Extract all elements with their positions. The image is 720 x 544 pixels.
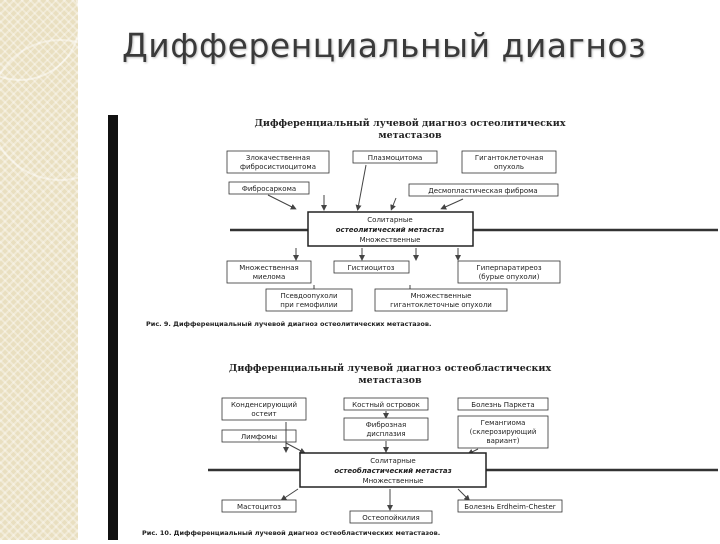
box-label: Костный островок	[352, 401, 420, 409]
center-label-multiple: Множественные	[360, 236, 421, 244]
box-label: миелома	[253, 273, 285, 281]
box-desmoplastic-fibroma: Десмопластическая фиброма	[408, 183, 559, 197]
box-label: фибросистиоцитома	[240, 163, 316, 171]
box-label: Десмопластическая фиброма	[428, 187, 537, 195]
box-label: (бурые опухоли)	[479, 273, 540, 281]
diagram-svg: Дифференциальный лучевой диагноз остеоли…	[142, 118, 718, 537]
box-label: вариант)	[486, 437, 519, 445]
figure-1-title-line1: Дифференциальный лучевой диагноз остеоли…	[254, 118, 565, 129]
box-paget-disease: Болезнь Паркета	[457, 397, 549, 411]
box-label: Злокачественная	[246, 154, 310, 162]
box-hyperparathyroidism: Гиперпаратиреоз (бурые опухоли)	[457, 260, 561, 284]
figure-2-caption: Рис. 10. Дифференциальный лучевой диагно…	[142, 529, 440, 537]
figure-1-title-line2: метастазов	[378, 130, 442, 141]
figure-area: Дифференциальный лучевой диагноз остеоли…	[118, 115, 718, 540]
center-box-osteolytic: Солитарные остеолитический метастаз Множ…	[307, 211, 474, 247]
box-label: Псевдоопухоли	[280, 292, 337, 300]
figure-2: Дифференциальный лучевой диагноз остеобл…	[142, 363, 718, 537]
center-label-metastasis: остеобластический метастаз	[334, 467, 451, 475]
ornament-circles	[0, 0, 78, 181]
slide-title: Дифференциальный диагноз	[122, 26, 647, 65]
box-label: Мастоцитоз	[237, 503, 281, 511]
box-label: Гигантоклеточная	[475, 154, 543, 162]
center-label-solitary: Солитарные	[367, 216, 412, 224]
box-label: при гемофилии	[280, 301, 337, 309]
box-label: Болезнь Erdheim-Chester	[464, 503, 555, 511]
box-multiple-giant-cell: Множественные гигантоклеточные опухоли	[374, 288, 508, 312]
box-label: Множественная	[239, 264, 299, 272]
center-label-metastasis: остеолитический метастаз	[336, 226, 445, 234]
box-multiple-myeloma: Множественная миелома	[226, 260, 312, 284]
box-label: Фибросаркома	[242, 185, 296, 193]
box-plasmacytoma: Плазмоцитома	[352, 150, 438, 164]
box-lymphomas: Лимфомы	[221, 429, 297, 443]
box-label: дисплазия	[366, 430, 405, 438]
box-label: Болезнь Паркета	[471, 401, 534, 409]
box-label: Остеопойкилия	[362, 514, 419, 522]
box-hemangioma: Гемангиома (склерозирующий вариант)	[457, 415, 549, 449]
box-osteopoikilosis: Остеопойкилия	[349, 510, 433, 524]
figure-1-caption: Рис. 9. Дифференциальный лучевой диагноз…	[146, 320, 431, 328]
box-label: Фиброзная	[366, 421, 406, 429]
figure-1: Дифференциальный лучевой диагноз остеоли…	[146, 118, 718, 328]
center-label-multiple: Множественные	[363, 477, 424, 485]
box-label: Конденсирующий	[231, 401, 297, 409]
box-bone-island: Костный островок	[343, 397, 429, 411]
figure-frame-edge	[108, 115, 118, 540]
box-erdheim-chester: Болезнь Erdheim-Chester	[457, 499, 563, 513]
box-label: Лимфомы	[241, 433, 277, 441]
box-hemophilia-pseudotumor: Псевдоопухоли при гемофилии	[265, 288, 353, 312]
box-label: остеит	[251, 410, 276, 418]
box-label: опухоль	[494, 163, 524, 171]
box-label: Множественные	[411, 292, 472, 300]
box-label: Гиперпаратиреоз	[476, 264, 541, 272]
center-box-osteoblastic: Солитарные остеобластический метастаз Мн…	[299, 452, 487, 488]
box-label: гигантоклеточные опухоли	[390, 301, 492, 309]
box-fibrosarcoma: Фибросаркома	[228, 181, 310, 195]
box-fibrous-dysplasia: Фиброзная дисплазия	[343, 417, 429, 441]
box-label: Гистиоцитоз	[348, 264, 395, 272]
box-label: Гемангиома	[481, 419, 526, 427]
figure-2-title-line2: метастазов	[358, 375, 422, 386]
center-label-solitary: Солитарные	[370, 457, 415, 465]
box-fibrous-histiocytoma: Злокачественная фибросистиоцитома	[226, 150, 330, 174]
box-giant-cell-tumor: Гигантоклеточная опухоль	[461, 150, 557, 174]
box-label: Плазмоцитома	[368, 154, 423, 162]
box-mastocytosis: Мастоцитоз	[221, 499, 297, 513]
box-histiocytosis: Гистиоцитоз	[333, 260, 410, 274]
figure-2-title-line1: Дифференциальный лучевой диагноз остеобл…	[229, 363, 552, 374]
box-label: (склерозирующий	[470, 428, 537, 436]
box-condensing-osteitis: Конденсирующий остеит	[221, 397, 307, 421]
decorative-sidebar	[0, 0, 78, 540]
